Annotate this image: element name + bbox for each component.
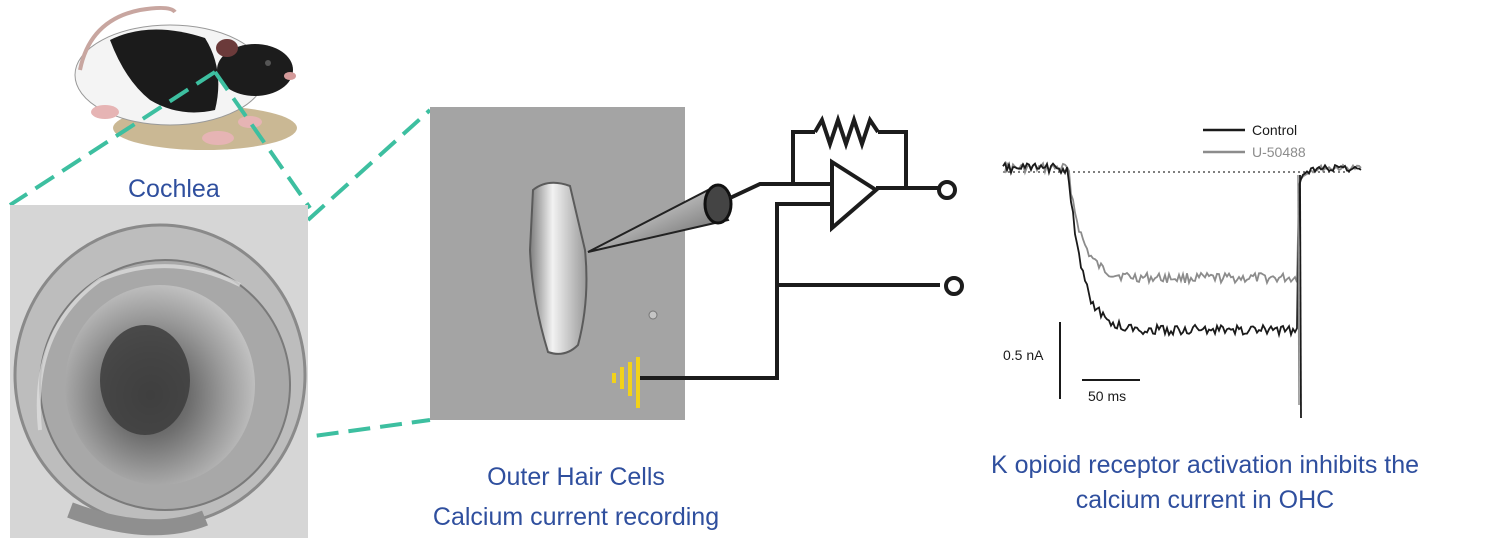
recording-pipette-icon	[587, 183, 733, 253]
ohc-label-line1: Outer Hair Cells	[487, 463, 665, 491]
rat-illustration	[74, 5, 297, 150]
debris-particle	[648, 310, 658, 320]
zoom-connector-line	[284, 418, 431, 442]
hair-cell-micrograph	[430, 107, 685, 420]
rat-eye	[265, 60, 271, 66]
scale-label-current: 0.5 nA	[1003, 347, 1044, 363]
zoom-connector-line	[213, 70, 312, 210]
zoom-connector-line	[306, 108, 432, 222]
ground-electrode-icon	[612, 357, 640, 408]
circuit-wire-ground	[640, 285, 779, 380]
rat-paw	[238, 116, 262, 128]
cochlea-label: Cochlea	[128, 175, 220, 203]
rat-nose	[284, 72, 296, 80]
zoom-connector-line	[8, 70, 217, 207]
trace-control	[1002, 160, 1362, 339]
rat-head	[217, 44, 293, 96]
circuit-wire-feedback-right	[878, 130, 908, 188]
trace-u50488	[1002, 161, 1362, 286]
resistor-icon	[813, 113, 880, 151]
rat-paw	[91, 105, 119, 119]
rat-ear	[216, 39, 238, 57]
current-trace-panel: Control U-50488 0.5 nA 50 ms	[1002, 122, 1362, 419]
amplifier-icon	[830, 158, 880, 233]
reference-terminal	[944, 276, 964, 296]
legend-label-u50488: U-50488	[1252, 144, 1306, 160]
rat-tail	[78, 5, 177, 71]
cochlea-spiral-highlight	[36, 264, 241, 431]
circuit-wire-reference	[775, 202, 832, 290]
cochlea-micrograph	[10, 205, 308, 538]
ohc-label-line2: Calcium current recording	[433, 503, 719, 531]
outer-hair-cell	[528, 181, 588, 355]
legend-label-control: Control	[1252, 122, 1297, 138]
rat-paw	[202, 131, 234, 145]
conclusion-label-line2: calcium current in OHC	[1076, 486, 1334, 514]
amplifier-circuit	[640, 130, 940, 380]
zoom-connectors	[8, 70, 432, 442]
circuit-wire-input	[729, 182, 832, 200]
cochlea-modiolus	[100, 325, 190, 435]
scale-label-time: 50 ms	[1088, 388, 1126, 404]
rat-back-patch	[110, 29, 219, 113]
output-terminal	[937, 180, 957, 200]
cochlea-basal-end	[67, 502, 208, 536]
pipette-opening	[703, 183, 733, 225]
tail-current-control	[1299, 174, 1302, 419]
circuit-wire-feedback-left	[791, 130, 815, 184]
tail-current-u50488	[1297, 174, 1300, 406]
conclusion-label-line1: K opioid receptor activation inhibits th…	[991, 451, 1419, 479]
